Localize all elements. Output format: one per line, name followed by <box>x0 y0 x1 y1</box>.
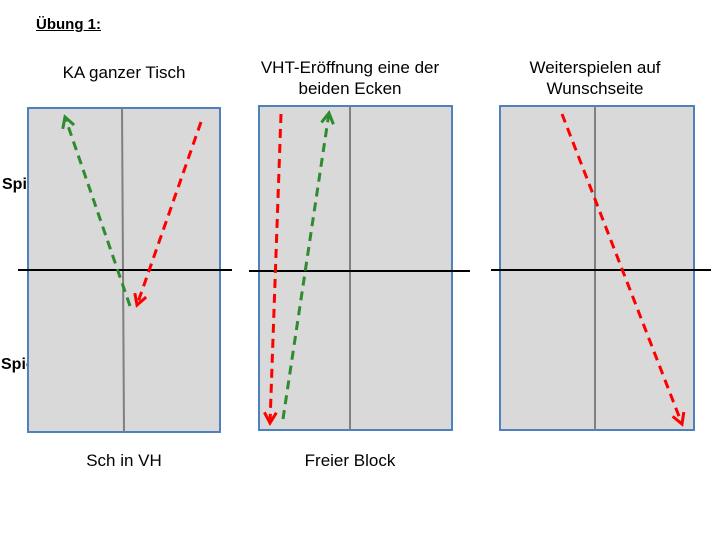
table-3-red-arrow <box>560 113 686 427</box>
table-2 <box>249 105 470 431</box>
table-2-red-arrow <box>263 113 283 427</box>
diagram-2-footer: Freier Block <box>304 451 396 470</box>
table-3 <box>491 105 711 431</box>
table-1-green-arrow <box>61 114 132 307</box>
table-3-surface <box>499 105 695 431</box>
table-2-green-arrow <box>281 110 335 420</box>
table-1 <box>18 107 232 433</box>
table-2-surface <box>258 105 453 431</box>
diagram-2-caption: VHT-Eröffnung eine der beiden Ecken <box>260 58 440 98</box>
exercise-title: Übung 1: <box>36 16 101 33</box>
diagram-3-caption: Weiterspielen auf Wunschseite <box>529 58 661 98</box>
diagram-1-caption: KA ganzer Tisch <box>62 63 186 82</box>
table-1-red-arrow <box>133 121 203 308</box>
diagram-1-footer: Sch in VH <box>86 451 162 470</box>
